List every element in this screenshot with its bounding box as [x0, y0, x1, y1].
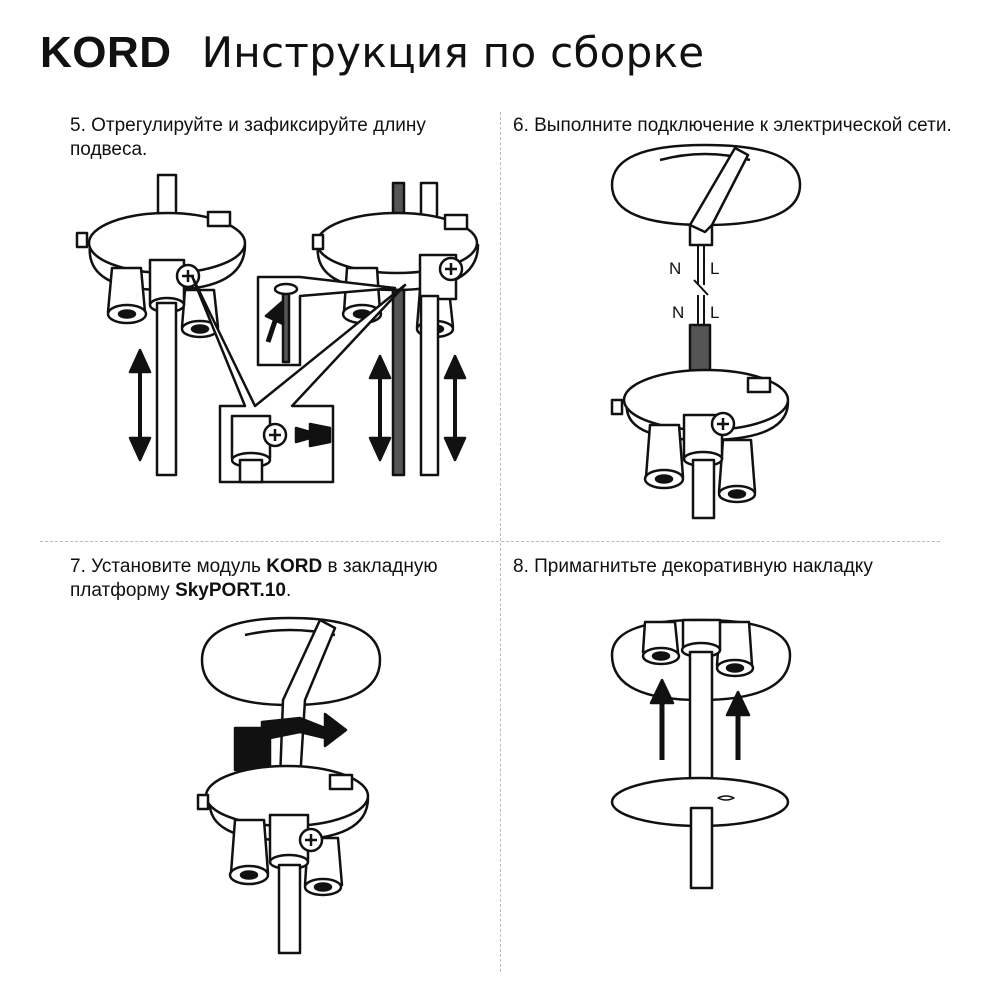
double-arrow-icon [368, 354, 467, 462]
arrow-up-icon [264, 300, 285, 343]
rotate-arrow-icon [233, 712, 348, 772]
ceiling-platform [200, 616, 382, 707]
step-7-caption: 7. Установите модуль KORD в закладную пл… [70, 555, 470, 603]
page-header: KORD Инструкция по сборке [40, 28, 704, 88]
wire-label-l-bottom: L [710, 303, 719, 322]
step-5-illustration [75, 173, 480, 484]
step-7-text-2: в закладную платформу [70, 556, 438, 601]
step-7-illustration [196, 616, 382, 955]
step-5-caption: 5. Отрегулируйте и зафиксируйте длину по… [70, 115, 426, 160]
cable-left-lower [155, 301, 178, 477]
step-8-illustration [610, 618, 792, 890]
wire-label-l-top: L [710, 259, 719, 278]
step-6-illustration [610, 143, 802, 520]
page-title: Инструкция по сборке [201, 28, 705, 77]
horizontal-divider [40, 541, 940, 542]
arrow-up-icon [649, 678, 751, 760]
cable-left [156, 173, 178, 217]
step-7-platform: SkyPORT.10 [175, 580, 286, 601]
double-arrow-icon [128, 348, 152, 462]
wire-label-n-bottom: N [672, 303, 684, 322]
step-8-caption: 8. Примагнитьте декоративную накладку [513, 556, 873, 577]
step-6-caption: 6. Выполните подключение к электрической… [513, 115, 952, 136]
vertical-divider [500, 112, 501, 972]
step-7-brand: KORD [266, 556, 323, 577]
arrow-left-icon [294, 422, 332, 448]
ceiling-platform [610, 143, 802, 227]
step-7-text-3: . [285, 580, 292, 601]
step-7-text-1: 7. Установите модуль [70, 556, 267, 577]
wire-label-n-top: N [669, 259, 681, 278]
brand-logo-text: KORD [40, 28, 172, 77]
